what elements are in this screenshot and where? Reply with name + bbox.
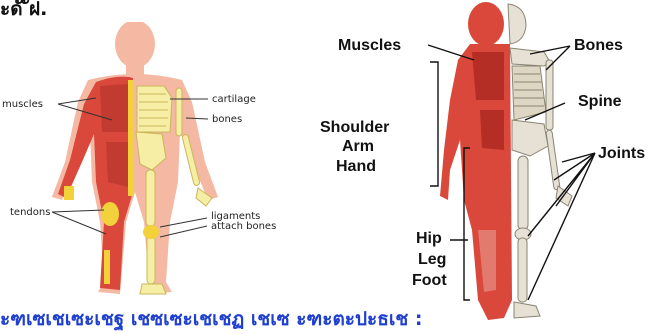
label-ligaments-line2: attach bones xyxy=(211,222,276,232)
label-joints: Joints xyxy=(598,144,645,163)
label-tendons: tendons xyxy=(10,207,50,218)
label-hand: Hand xyxy=(336,157,376,176)
label-ligaments: ligaments attach bones xyxy=(211,212,276,232)
label-bones-small: bones xyxy=(212,114,242,125)
label-bones: Bones xyxy=(574,36,623,55)
label-shoulder: Shoulder xyxy=(320,118,389,137)
label-foot: Foot xyxy=(412,271,447,290)
knee-ligament xyxy=(143,225,159,239)
muscular-skeletal-diagram: muscles cartilage bones tendons ligament… xyxy=(0,22,310,304)
muscle-side xyxy=(440,2,512,320)
header-text-fragment: ะดั ัฝ. xyxy=(0,0,47,24)
label-spine: Spine xyxy=(578,92,622,111)
skeleton-side xyxy=(508,4,572,318)
muscles-bones-diagram: Muscles Bones Spine Shoulder Arm Hand Jo… xyxy=(300,0,659,328)
label-muscles-small: muscles xyxy=(2,99,43,110)
left-body-illustration xyxy=(0,22,310,304)
label-arm: Arm xyxy=(342,137,374,156)
footer-text-fragment: ะฑเซเชเซะเชฐ เชซเซะเชเชฏ เชเซ ะฑะตะปะธเช… xyxy=(0,304,422,334)
label-leg: Leg xyxy=(418,250,446,269)
label-muscles: Muscles xyxy=(338,36,401,55)
label-hip: Hip xyxy=(416,229,442,248)
label-cartilage: cartilage xyxy=(212,94,256,105)
